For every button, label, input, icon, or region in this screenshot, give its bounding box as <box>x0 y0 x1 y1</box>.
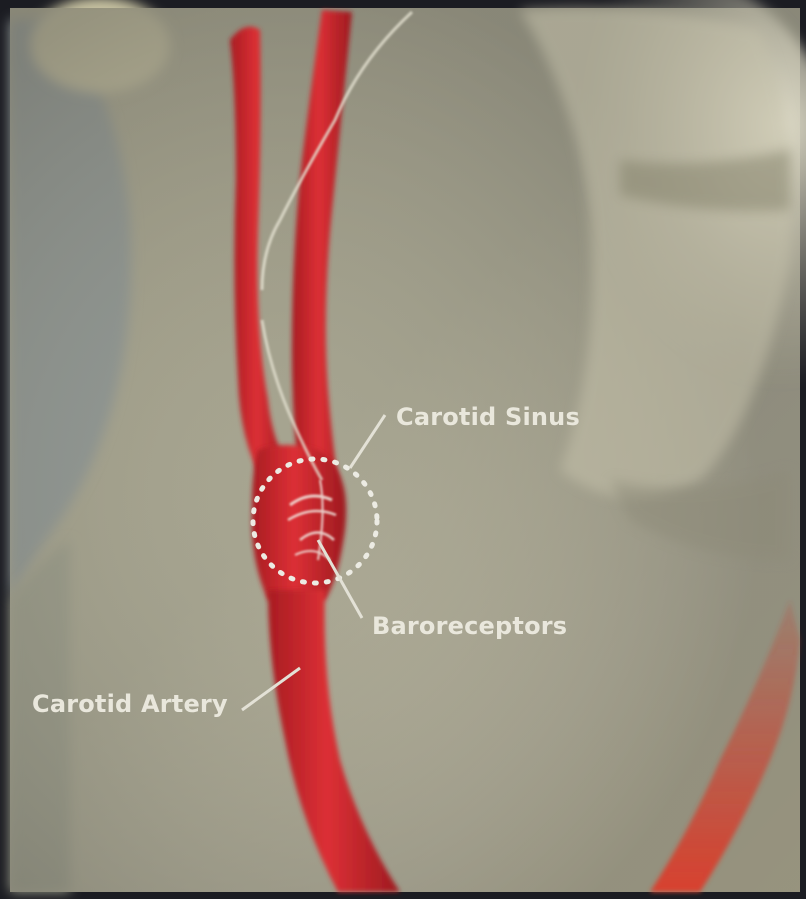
carotid-sinus-bulge <box>252 445 346 600</box>
label-baroreceptors: Baroreceptors <box>372 612 567 640</box>
label-carotid-sinus: Carotid Sinus <box>396 403 580 431</box>
label-carotid-artery: Carotid Artery <box>32 690 228 718</box>
